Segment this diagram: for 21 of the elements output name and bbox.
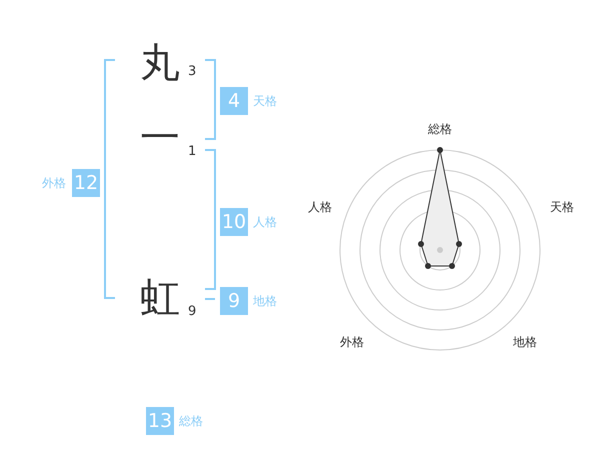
score-box: 12	[72, 169, 100, 197]
kanji-character: 丸	[140, 40, 180, 86]
stroke-count: 3	[188, 64, 196, 79]
stroke-count: 1	[188, 144, 196, 159]
grade-label: 地格	[253, 294, 277, 308]
grade-label: 総格	[179, 414, 203, 428]
stroke-count: 9	[188, 304, 196, 319]
axis-label: 天格	[550, 200, 574, 214]
axis-label: 外格	[340, 335, 364, 349]
grade-label: 外格	[42, 176, 66, 190]
score-box: 13	[146, 407, 174, 435]
score-box: 4	[220, 87, 248, 115]
axis-label: 人格	[308, 200, 332, 214]
axis-label: 総格	[428, 122, 452, 136]
kanji-character: 一	[140, 115, 180, 161]
grade-label: 人格	[253, 215, 277, 229]
axis-label: 地格	[513, 335, 537, 349]
score-box: 9	[220, 287, 248, 315]
kanji-character: 虹	[140, 275, 180, 321]
score-box: 10	[220, 208, 248, 236]
grade-label: 天格	[253, 94, 277, 108]
